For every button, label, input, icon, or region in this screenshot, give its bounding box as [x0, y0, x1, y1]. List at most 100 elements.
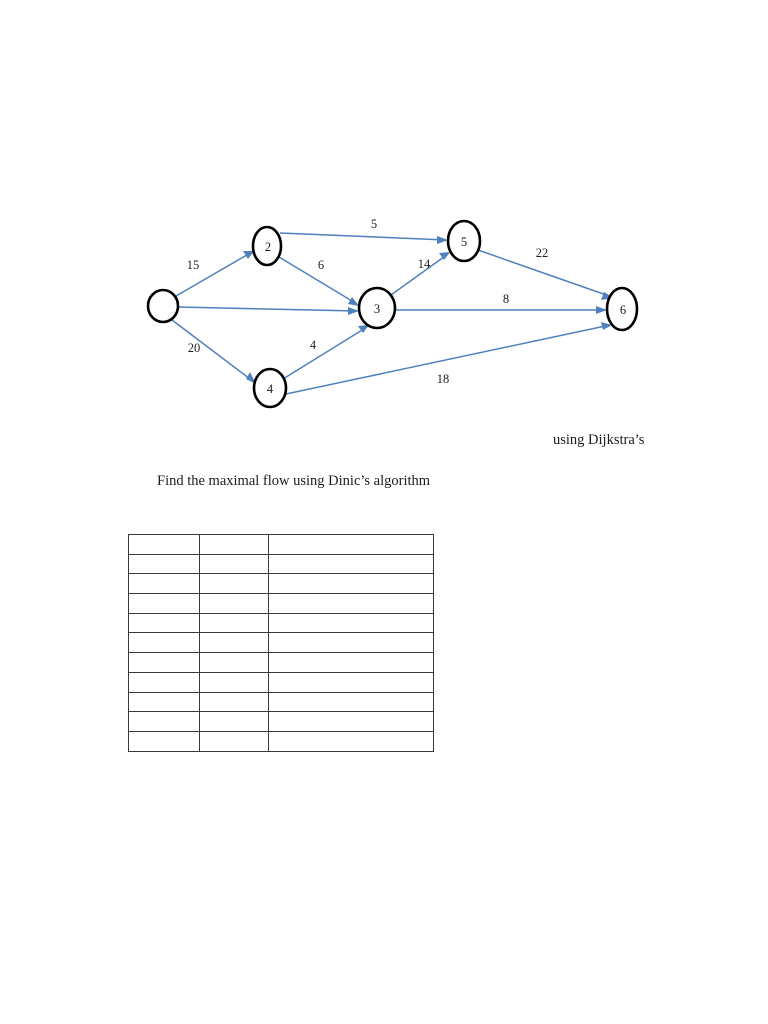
answer-table-cell[interactable]: [128, 671, 200, 693]
answer-table-cell[interactable]: [268, 553, 434, 575]
answer-table-cell[interactable]: [199, 652, 269, 673]
edge-1-to-2: [175, 251, 254, 297]
answer-table-cell[interactable]: [128, 691, 200, 713]
flow-network-diagram: 15 20 5 6 14 8 4 18 22 2 3: [146, 217, 639, 409]
edge-4-to-3-line: [282, 326, 368, 380]
answer-table-cell[interactable]: [128, 652, 200, 673]
edge-1-to-4-arrowhead: [246, 372, 256, 384]
answer-table-cell[interactable]: [268, 534, 434, 555]
answer-table-cell[interactable]: [199, 553, 269, 575]
answer-table-cell[interactable]: [268, 593, 434, 614]
graph-node-6[interactable]: 6: [605, 286, 639, 332]
answer-table-cell[interactable]: [128, 730, 200, 752]
dinic-question-text: Find the maximal flow using Dinic’s algo…: [157, 473, 431, 489]
edge-2-to-5-arrowhead: [437, 236, 448, 244]
edge-3-to-5-line: [390, 253, 449, 296]
edge-1-to-4: [171, 319, 256, 384]
answer-table-cell[interactable]: [128, 632, 200, 654]
edge-weight-4-to-3: 4: [310, 338, 317, 352]
node-source-shape[interactable]: [146, 288, 180, 324]
edge-2-to-5-line: [279, 232, 447, 241]
answer-table-row: [128, 711, 434, 732]
answer-table-cell[interactable]: [268, 730, 434, 752]
answer-table-row: [128, 691, 434, 713]
edge-weight-5-to-6: 22: [536, 246, 549, 260]
answer-table-cell[interactable]: [199, 730, 269, 752]
edge-2-to-3-arrowhead: [348, 297, 359, 306]
answer-table-row: [128, 593, 434, 614]
edge-1-to-2-arrowhead: [243, 251, 254, 259]
answer-table-cell[interactable]: [268, 671, 434, 693]
edge-1-to-4-line: [171, 319, 255, 383]
edge-3-to-6-arrowhead: [596, 306, 607, 314]
edge-2-to-3: [278, 256, 359, 306]
node-3-shape[interactable]: [357, 286, 397, 330]
edge-5-to-6-line: [477, 249, 613, 298]
edge-2-to-5: [279, 232, 448, 244]
edge-weight-1-to-2: 15: [187, 258, 200, 272]
answer-table-cell[interactable]: [268, 652, 434, 673]
answer-table-row: [128, 612, 434, 634]
edge-3-to-5-arrowhead: [439, 252, 450, 260]
node-5-label: 5: [461, 235, 467, 249]
edge-3-to-5: [390, 252, 450, 296]
answer-table-cell[interactable]: [199, 573, 269, 595]
node-4-shape[interactable]: [252, 367, 288, 409]
answer-table-cell[interactable]: [199, 691, 269, 713]
answer-table-cell[interactable]: [268, 573, 434, 595]
answer-table-cell[interactable]: [199, 711, 269, 732]
edge-1-to-3-line: [177, 306, 358, 312]
answer-table-cell[interactable]: [128, 573, 200, 595]
answer-table-row: [128, 671, 434, 693]
answer-table-cell[interactable]: [199, 534, 269, 555]
edge-weight-2-to-5: 5: [371, 217, 377, 231]
answer-table-cell[interactable]: [268, 691, 434, 713]
answer-table-cell[interactable]: [128, 534, 200, 555]
answer-table-body: [128, 534, 434, 752]
answer-table-row: [128, 534, 434, 555]
answer-table-container: [128, 534, 434, 752]
answer-table-cell[interactable]: [268, 632, 434, 654]
answer-table-cell[interactable]: [128, 593, 200, 614]
edge-weight-4-to-6: 18: [437, 372, 450, 386]
node-5-shape[interactable]: [446, 219, 482, 263]
edge-weight-1-to-4: 20: [188, 341, 201, 355]
edge-2-to-3-line: [278, 256, 358, 305]
answer-table-cell[interactable]: [128, 711, 200, 732]
answer-table-cell[interactable]: [268, 612, 434, 634]
graph-node-source[interactable]: [146, 288, 180, 324]
edge-4-to-6-line: [285, 324, 611, 395]
edge-4-to-6: [285, 322, 612, 395]
answer-table-cell[interactable]: [199, 632, 269, 654]
answer-table-cell[interactable]: [128, 553, 200, 575]
answer-table-cell[interactable]: [199, 612, 269, 634]
graph-node-3[interactable]: 3: [357, 286, 397, 330]
edge-3-to-6: [396, 306, 607, 314]
answer-table-cell[interactable]: [199, 593, 269, 614]
edge-4-to-3-arrowhead: [358, 325, 369, 333]
answer-table[interactable]: [128, 534, 434, 752]
dijkstra-caption-text: using Dijkstra’s: [553, 432, 645, 448]
node-6-shape[interactable]: [605, 286, 639, 332]
node-2-shape[interactable]: [251, 225, 283, 267]
node-3-label: 3: [374, 302, 380, 316]
answer-table-cell[interactable]: [128, 612, 200, 634]
answer-table-row: [128, 730, 434, 752]
answer-table-row: [128, 573, 434, 595]
edge-4-to-6-arrowhead: [601, 322, 612, 330]
answer-table-cell[interactable]: [199, 671, 269, 693]
edge-4-to-3: [282, 325, 369, 380]
edge-weight-3-to-5: 14: [418, 257, 431, 271]
graph-svg-canvas: 15 20 5 6 14 8 4 18 22 2 3: [146, 217, 639, 409]
graph-node-4[interactable]: 4: [252, 367, 288, 409]
node-4-label: 4: [267, 382, 274, 396]
answer-table-cell[interactable]: [268, 711, 434, 732]
graph-node-5[interactable]: 5: [446, 219, 482, 263]
answer-table-row: [128, 652, 434, 673]
edge-1-to-3: [177, 306, 359, 315]
graph-node-2[interactable]: 2: [251, 225, 283, 267]
answer-table-row: [128, 632, 434, 654]
node-2-label: 2: [265, 240, 271, 254]
edge-1-to-2-line: [175, 251, 253, 297]
